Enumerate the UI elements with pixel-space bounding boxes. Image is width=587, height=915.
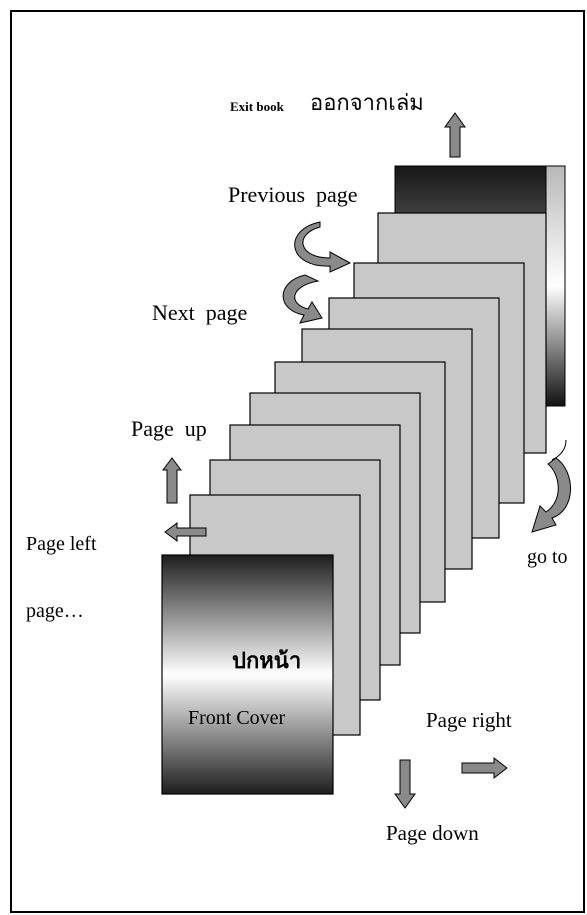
previous-page-label: Previous page bbox=[228, 182, 358, 207]
curved-arrow-icon bbox=[282, 274, 323, 324]
front-cover-thai-title: ปกหน้า bbox=[232, 649, 302, 674]
arrow-left-icon bbox=[164, 522, 207, 542]
go-to-label: go to bbox=[527, 546, 568, 568]
diagram-frame bbox=[10, 10, 585, 913]
next-page-label: Next page bbox=[152, 300, 248, 325]
page-left-label: Page left bbox=[26, 533, 97, 555]
page-right-label: Page right bbox=[426, 708, 512, 732]
arrow-up-icon bbox=[444, 112, 466, 158]
arrow-up-icon bbox=[162, 457, 182, 504]
arrow-down-icon bbox=[394, 759, 416, 809]
curved-arrow-icon bbox=[294, 221, 352, 273]
curved-arrow-icon bbox=[531, 439, 571, 533]
front-cover bbox=[161, 554, 334, 795]
page-up-label: Page up bbox=[131, 416, 207, 441]
exit-book-label: Exit book bbox=[230, 99, 284, 114]
arrow-right-icon bbox=[461, 756, 508, 780]
front-cover-title: Front Cover bbox=[188, 707, 286, 729]
page-down-label: Page down bbox=[386, 821, 479, 845]
go-to-page-label: page… bbox=[26, 600, 84, 622]
exit-book-thai-label: ออกจากเล่ม bbox=[310, 91, 424, 116]
